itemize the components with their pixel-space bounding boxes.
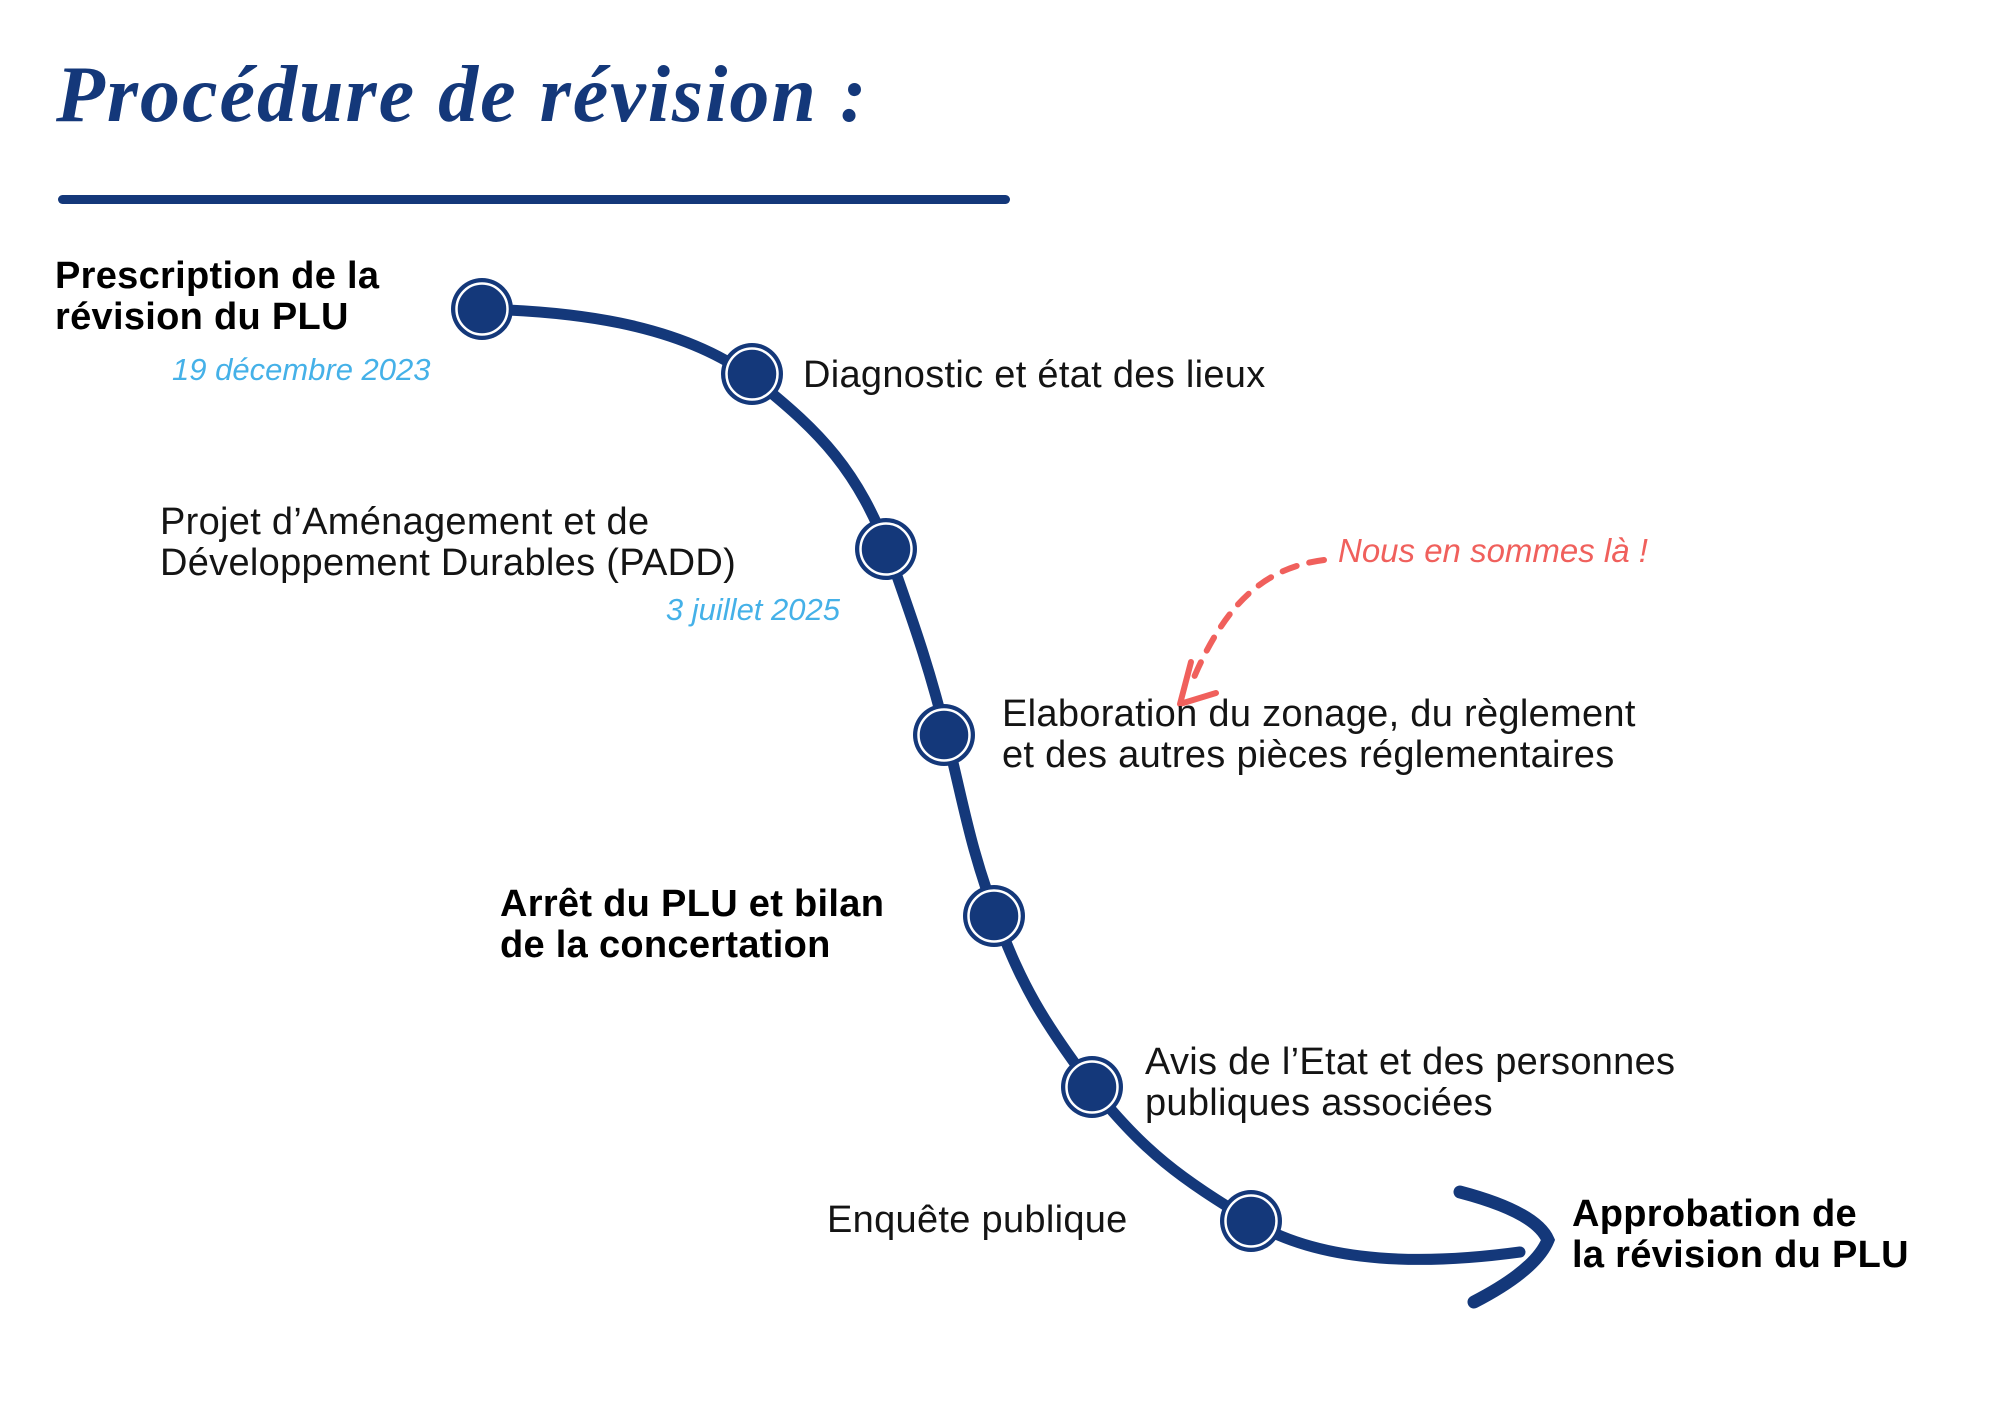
timeline-node-prescription: [451, 278, 513, 340]
step-diagnostic-label: Diagnostic et état des lieux: [803, 355, 1266, 396]
step-arret-line1: Arrêt du PLU et bilan: [500, 883, 885, 925]
step-diagnostic-line1: Diagnostic et état des lieux: [803, 354, 1266, 396]
step-arret-label: Arrêt du PLU et bilan de la concertation: [500, 884, 884, 965]
step-approbation-label: Approbation de la révision du PLU: [1572, 1194, 1909, 1275]
step-prescription-date: 19 décembre 2023: [172, 352, 431, 387]
step-elaboration-line1: Elaboration du zonage, du règlement: [1002, 693, 1636, 735]
step-elaboration-label: Elaboration du zonage, du règlement et d…: [1002, 694, 1636, 775]
step-enquete-label: Enquête publique: [827, 1200, 1128, 1241]
timeline-node-arret: [963, 885, 1025, 947]
timeline-node-enquete: [1220, 1190, 1282, 1252]
step-padd-date: 3 juillet 2025: [665, 592, 840, 627]
timeline-node-diagnostic: [721, 343, 783, 405]
step-padd-line1: Projet d’Aménagement et de: [160, 501, 650, 543]
step-padd-label: Projet d’Aménagement et de Développement…: [160, 502, 736, 583]
approbation-arrow-icon: [1453, 1185, 1556, 1309]
step-padd-line2: Développement Durables (PADD): [160, 541, 737, 584]
step-prescription-label: Prescription de la révision du PLU: [55, 256, 379, 337]
page-title: Procédure de révision :: [56, 51, 869, 139]
current-position-arrow: [1189, 557, 1327, 685]
step-avis-label: Avis de l’Etat et des personnes publique…: [1145, 1042, 1675, 1123]
timeline-node-padd: [855, 518, 917, 580]
timeline-node-avis: [1061, 1056, 1123, 1118]
step-approbation-line2: la révision du PLU: [1572, 1233, 1909, 1276]
step-approbation-line1: Approbation de: [1572, 1193, 1857, 1235]
title-underline: [58, 195, 1010, 204]
step-avis-line1: Avis de l’Etat et des personnes: [1145, 1041, 1676, 1083]
step-prescription-line2: révision du PLU: [55, 295, 349, 338]
current-position-arrowhead-icon: [1177, 659, 1219, 707]
timeline-node-elaboration: [913, 704, 975, 766]
current-position-annotation: Nous en sommes là !: [1338, 532, 1648, 569]
step-arret-line2: de la concertation: [500, 923, 831, 966]
step-prescription-line1: Prescription de la: [55, 255, 380, 297]
step-enquete-line1: Enquête publique: [827, 1199, 1128, 1241]
step-avis-line2: publiques associées: [1145, 1081, 1493, 1124]
step-elaboration-line2: et des autres pièces réglementaires: [1002, 733, 1615, 776]
